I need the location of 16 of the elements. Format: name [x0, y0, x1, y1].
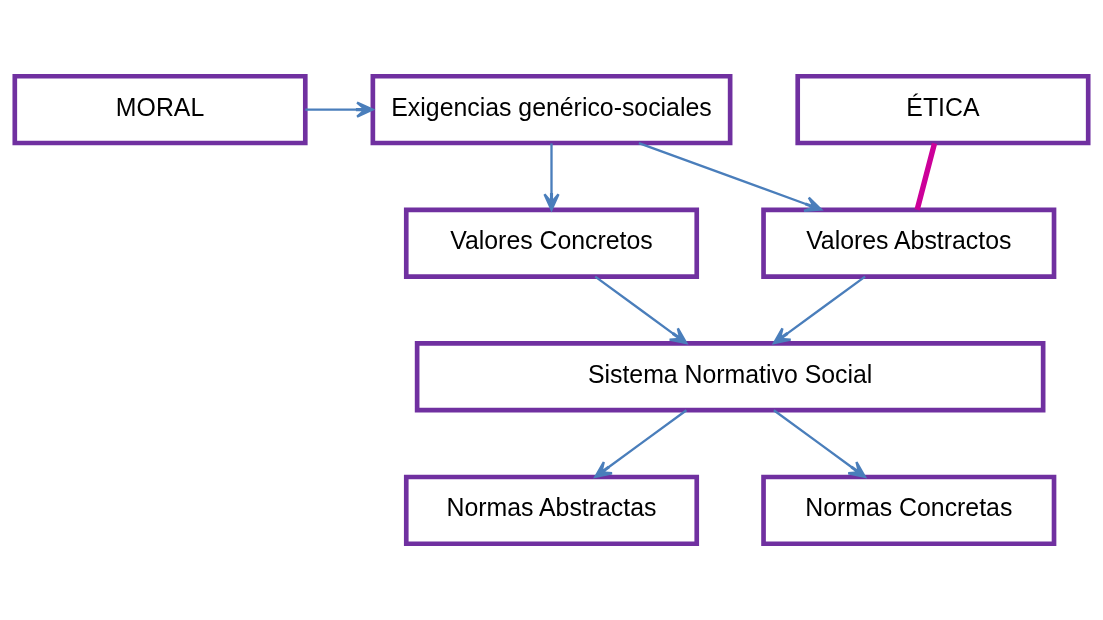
node-box: Sistema Normativo Social — [414, 341, 1046, 413]
node-box: Valores Concretos — [403, 207, 700, 279]
arrow — [594, 409, 688, 478]
arrow — [543, 143, 560, 211]
arrow — [594, 275, 688, 345]
node-box: Normas Concretas — [761, 474, 1057, 547]
arrow — [773, 409, 867, 478]
arrow — [772, 275, 866, 345]
node-box: Valores Abstractos — [761, 207, 1057, 279]
node-box: Exigencias genérico-sociales — [370, 73, 733, 146]
connector — [914, 142, 938, 211]
node-box: Normas Abstractas — [403, 474, 700, 547]
arrow — [638, 142, 823, 212]
node-box: ÉTICA — [795, 73, 1091, 146]
node-box: MORAL — [12, 73, 308, 146]
arrow — [305, 101, 374, 118]
